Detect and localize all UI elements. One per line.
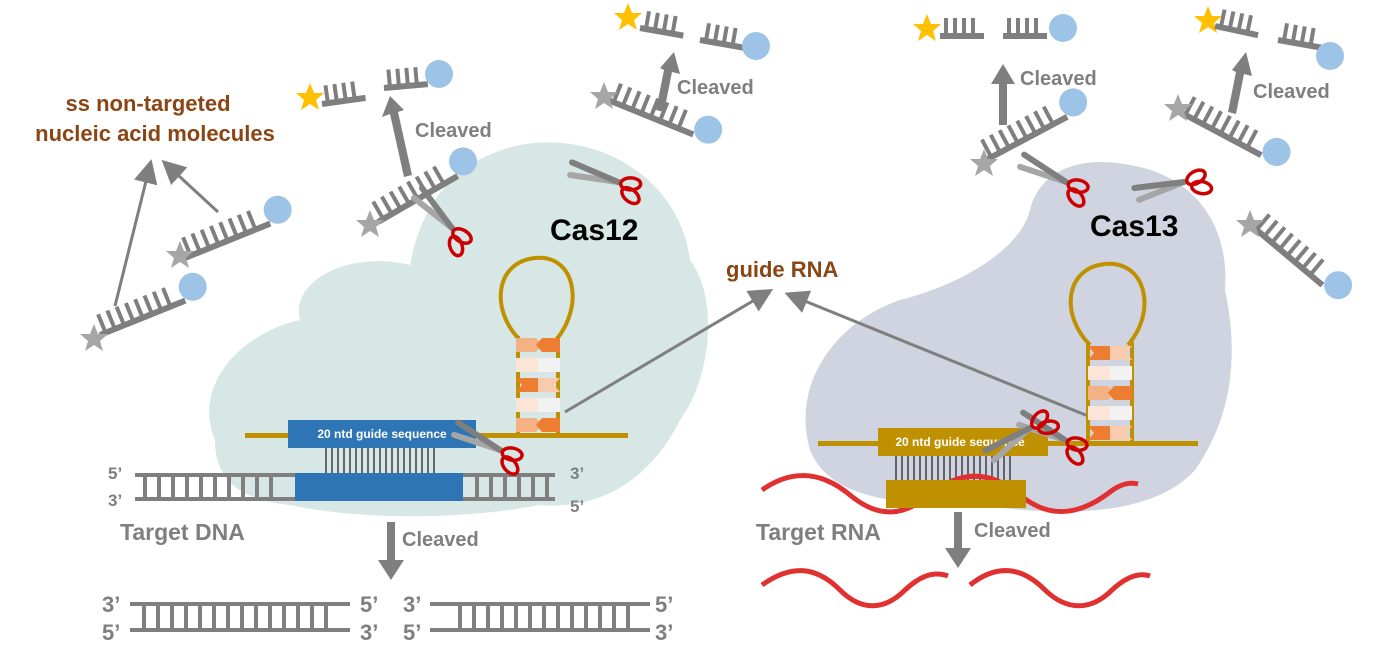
fragment-star-side: [1214, 8, 1262, 39]
frag-three-prime: 3’: [102, 592, 120, 617]
cleaved-label: Cleaved: [1253, 81, 1330, 103]
quencher-ball: [742, 32, 770, 60]
dna-three-prime-top-right: 3’: [570, 464, 584, 483]
ss-pointer-arrow-2: [161, 159, 220, 214]
cleaved-arrow-up-head: [991, 64, 1015, 84]
frag-five-prime: 5’: [102, 620, 120, 645]
fragment-quencher-side: [382, 66, 429, 91]
target-dna-label: Target DNA: [120, 519, 245, 545]
cleaved-arrow-up: [1228, 52, 1252, 114]
cleaved-dna-fragment-left: [130, 602, 350, 632]
fluorophore-star-gold-icon: [296, 83, 324, 110]
guide-rna-label: guide RNA: [726, 257, 839, 282]
guide-rna-pointer-right: [784, 290, 1089, 418]
cleaved-arrow-up: [999, 82, 1007, 125]
dna-three-prime-bottom-left: 3’: [108, 491, 122, 510]
cleaved-arrow-down: [945, 512, 971, 568]
reporter-being-cut: [974, 83, 1093, 164]
quencher-ball: [1316, 42, 1344, 70]
reporter-intact-1: [91, 268, 211, 339]
fragment-quencher-side: [1277, 22, 1325, 51]
target-rna-label: Target RNA: [756, 519, 881, 545]
cleaved-label: Cleaved: [677, 77, 754, 99]
base-pair-lines: [325, 448, 435, 474]
cas13-label: Cas13: [1090, 210, 1178, 243]
reporter-intact-3: [1249, 207, 1358, 305]
dna-five-prime-top-left: 5’: [108, 464, 122, 483]
fragment-star-side: [639, 10, 687, 39]
fluorophore-star-gold-icon: [913, 14, 941, 41]
frag-three-prime: 3’: [403, 592, 421, 617]
cleaved-label: Cleaved: [415, 120, 492, 142]
reporter-intact-2: [176, 191, 296, 262]
cleaved-arrow-up: [382, 96, 412, 177]
cleaved-label: Cleaved: [1020, 68, 1097, 90]
fragment-quencher-side: [1003, 18, 1047, 39]
cleaved-dna-fragment-right: [430, 602, 650, 632]
quencher-ball: [425, 60, 453, 88]
guide-rna-hairpin-right: [1068, 261, 1147, 444]
ss-label-line1: ss non-targeted: [65, 91, 230, 116]
frag-five-prime: 5’: [360, 592, 378, 617]
guide-rna-pointer-left: [564, 288, 774, 414]
frag-five-prime: 5’: [655, 592, 673, 617]
target-rna-hybrid-block: [886, 480, 1026, 508]
cleaved-arrow-down: [378, 522, 404, 580]
dna-five-prime-bottom-right: 5’: [570, 497, 584, 516]
frag-three-prime: 3’: [655, 620, 673, 645]
ss-pointer-arrow-1: [113, 159, 158, 307]
cas13-protein-blob: [805, 162, 1232, 512]
quencher-ball: [1049, 14, 1077, 42]
ss-label-line2: nucleic acid molecules: [35, 121, 275, 146]
cleaved-rna-fragment-right: [968, 568, 1151, 609]
frag-three-prime: 3’: [360, 620, 378, 645]
guide-sequence-label-left: 20 ntd guide sequence: [317, 427, 447, 441]
cas12-label: Cas12: [550, 214, 638, 247]
cleaved-arrow-up: [656, 52, 680, 112]
cleaved-label: Cleaved: [402, 529, 479, 551]
cleaved-rna-fragment-left: [760, 568, 949, 609]
fragment-star-side: [319, 80, 366, 107]
fragment-star-side: [940, 18, 984, 39]
fluorophore-star-gold-icon: [614, 3, 642, 30]
frag-five-prime: 5’: [403, 620, 421, 645]
guide-sequence-box-left: [288, 420, 476, 448]
target-dna-hybrid-block: [295, 473, 463, 501]
target-rna-strand: [760, 473, 1139, 515]
guide-rna-hairpin-left: [498, 255, 575, 438]
fragment-quencher-side: [699, 22, 747, 51]
fluorophore-star-icon: [166, 241, 194, 268]
cleaved-label: Cleaved: [974, 520, 1051, 542]
